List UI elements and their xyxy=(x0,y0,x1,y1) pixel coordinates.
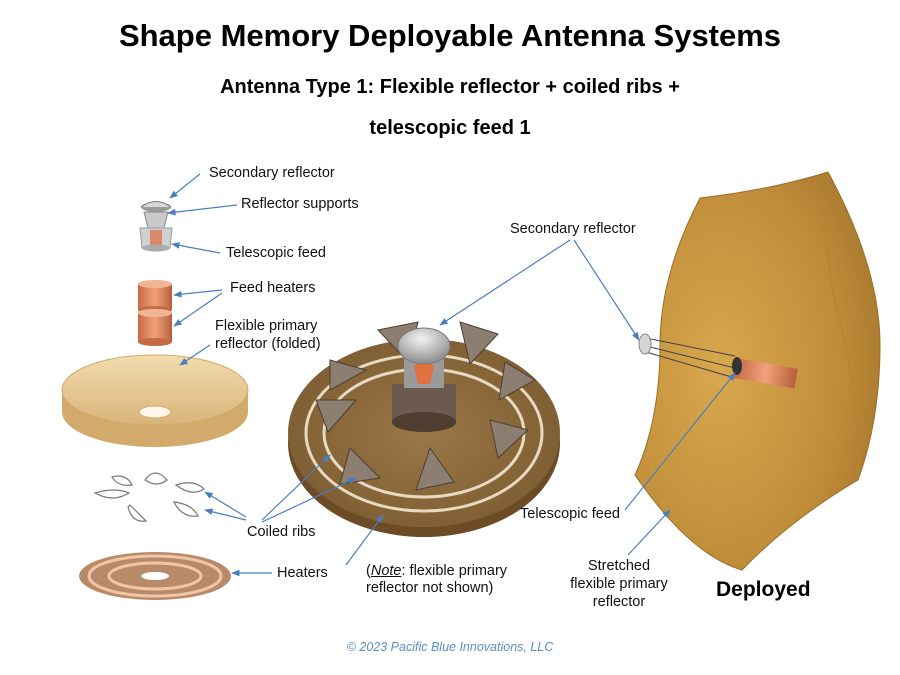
deployed-label: Deployed xyxy=(716,578,811,601)
label-flexible-primary-2: reflector (folded) xyxy=(215,336,321,352)
feed-heater-upper xyxy=(138,280,172,314)
subtitle-line-2: telescopic feed 1 xyxy=(369,117,531,139)
note-rest: : flexible primary xyxy=(401,563,508,579)
label-telescopic-feed-right: Telescopic feed xyxy=(520,506,620,522)
label-coiled-ribs: Coiled ribs xyxy=(247,524,316,540)
deployed-antenna xyxy=(634,171,881,571)
folded-primary-reflector xyxy=(61,354,249,447)
coiled-ribs-small xyxy=(93,472,205,522)
secondary-reflector-small xyxy=(140,201,172,212)
label-stretched-2: flexible primary xyxy=(570,576,668,592)
label-secondary-reflector-left: Secondary reflector xyxy=(209,165,335,181)
label-reflector-supports: Reflector supports xyxy=(241,196,359,212)
stowed-antenna-assembly xyxy=(288,321,560,537)
reflector-supports-small xyxy=(143,211,169,229)
copyright-notice: © 2023 Pacific Blue Innovations, LLC xyxy=(346,640,554,654)
label-stretched-1: Stretched xyxy=(587,558,651,574)
label-heaters: Heaters xyxy=(277,565,328,581)
note-word: Note xyxy=(370,563,402,579)
note-paren: ( xyxy=(366,563,371,579)
label-stretched-3: reflector xyxy=(592,594,646,610)
page-title: Shape Memory Deployable Antenna Systems xyxy=(118,18,782,53)
telescopic-feed-small xyxy=(139,227,173,252)
feed-heater-lower xyxy=(138,309,172,346)
subtitle-line-1: Antenna Type 1: Flexible reflector + coi… xyxy=(220,76,680,98)
label-telescopic-feed-left: Telescopic feed xyxy=(226,245,326,261)
label-feed-heaters: Feed heaters xyxy=(230,280,316,296)
label-secondary-reflector-right: Secondary reflector xyxy=(510,221,636,237)
note-line-1: (Note: flexible primary xyxy=(366,563,507,580)
annotation-arrows xyxy=(167,173,736,577)
heaters-disk xyxy=(79,552,231,600)
label-flexible-primary-1: Flexible primary xyxy=(215,318,318,334)
note-line-2: reflector not shown) xyxy=(366,580,494,596)
